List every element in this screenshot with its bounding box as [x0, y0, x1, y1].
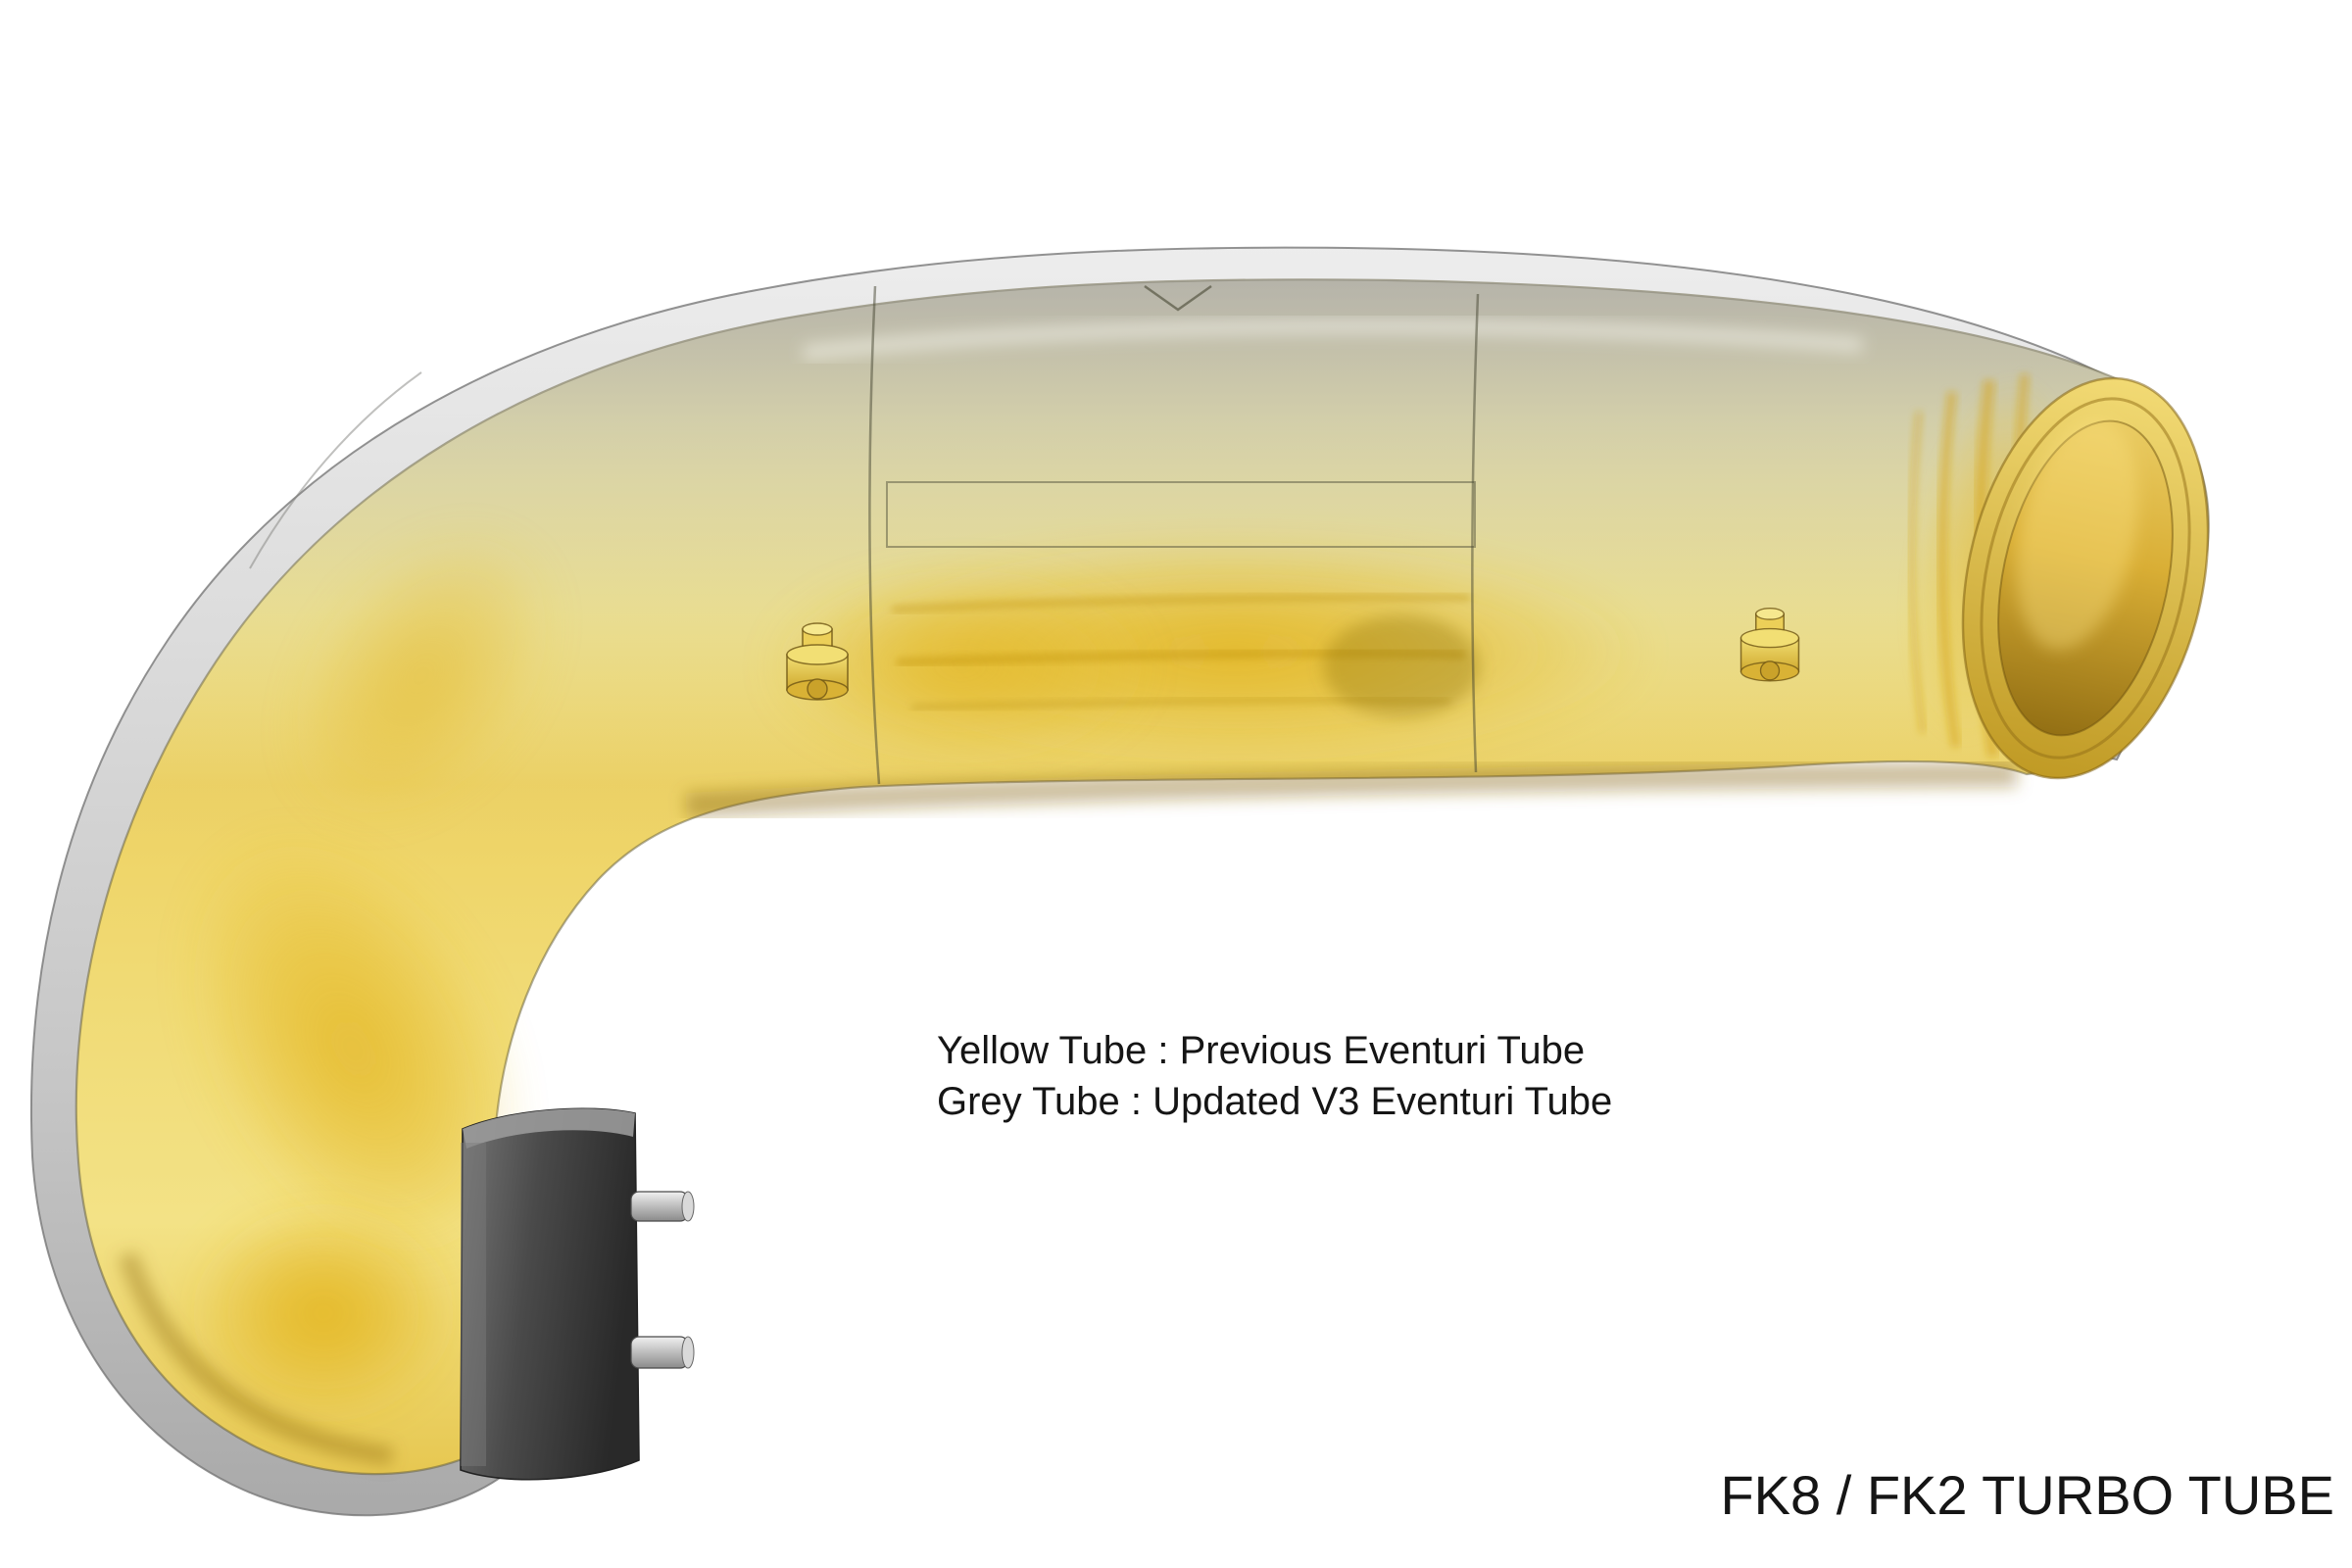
top-specular-highlight	[803, 319, 1863, 360]
pin-shaft	[630, 1336, 689, 1369]
legend-line-grey: Grey Tube : Updated V3 Eventuri Tube	[937, 1080, 1613, 1123]
alignment-notch	[1144, 284, 1212, 312]
recess-shadow	[1323, 615, 1480, 717]
flange-pin-upper	[630, 1191, 695, 1222]
flange-left-band	[461, 1143, 486, 1466]
seam-line-left	[868, 285, 881, 785]
boss-stem-top	[802, 622, 833, 636]
core-glow-main-left	[764, 568, 1156, 764]
mounting-boss-right	[1740, 608, 1800, 682]
outlet-end	[1961, 376, 2210, 780]
flare-streak-2	[1936, 391, 1961, 748]
mounting-boss-left	[786, 622, 849, 701]
access-slot-outline	[886, 481, 1476, 548]
pin-tip	[681, 1191, 695, 1222]
grey-tube-seam-line	[249, 371, 422, 569]
core-streak-1	[891, 594, 1471, 613]
boss-base-top	[786, 644, 849, 665]
seam-line-right	[1471, 293, 1480, 773]
core-glow-upper-bend	[288, 528, 555, 824]
panel-seam-lines	[868, 284, 1480, 785]
boss-socket	[1759, 661, 1781, 681]
boss-stem-top	[1755, 608, 1785, 620]
part-title: FK8 / FK2 TURBO TUBE	[1720, 1464, 2334, 1526]
core-glow-lobe	[186, 1200, 461, 1426]
boss-socket	[807, 678, 828, 700]
pin-shaft	[630, 1191, 689, 1222]
legend-annotation: Yellow Tube : Previous Eventuri Tube Gre…	[937, 1025, 1612, 1127]
grey-tube-overlay-shading	[75, 279, 2209, 1475]
turbo-flange	[460, 1107, 695, 1481]
bottom-shade	[685, 761, 2018, 818]
flare-streak-1	[1908, 411, 1927, 734]
flange-top-face	[463, 1108, 635, 1149]
hook-bottom-shade	[118, 1250, 394, 1466]
outlet-inner-highlight	[2017, 418, 2138, 650]
flange-body	[460, 1107, 640, 1481]
outlet-rim	[1980, 397, 2191, 760]
core-glow-bend	[182, 829, 523, 1268]
boss-base-top	[1740, 627, 1800, 649]
pin-tip	[681, 1336, 695, 1369]
legend-line-yellow: Yellow Tube : Previous Eventuri Tube	[937, 1029, 1586, 1072]
flange-pin-lower	[630, 1336, 695, 1369]
